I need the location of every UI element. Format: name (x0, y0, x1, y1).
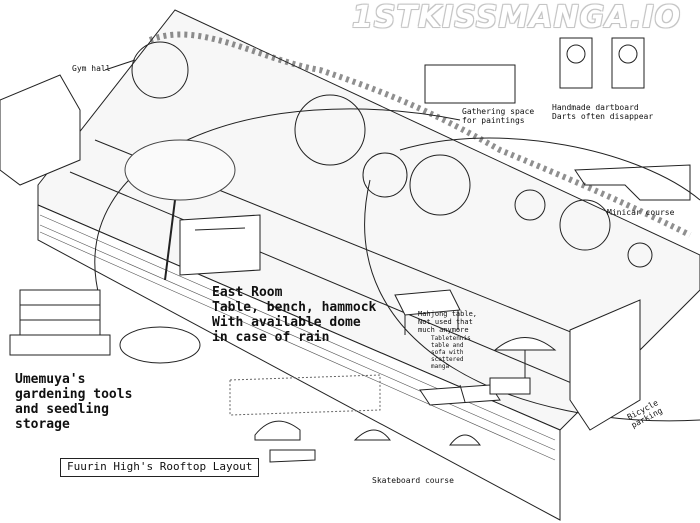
label-mahjong-table: Mahjong table, Not used that much anymor… (418, 310, 478, 335)
label-dartboard: Handmade dartboard Darts often disappear (552, 103, 654, 122)
label-tabletennis: Tabletennis table and sofa with scattere… (431, 335, 471, 370)
label-gym-hall: Gym hall (72, 64, 111, 73)
minicar-track (574, 164, 691, 201)
school-building-wall (37, 204, 561, 521)
bicycle-parking-area (569, 299, 641, 431)
planter-base (9, 334, 111, 356)
umbrella (493, 337, 557, 351)
gym-hall-building (0, 74, 81, 186)
skate-ramp-1 (254, 420, 301, 441)
sofa (489, 377, 531, 395)
label-rooftop-layout-title: Fuurin High's Rooftop Layout (60, 458, 260, 477)
callout-bike (627, 242, 653, 268)
callout-dart (514, 189, 546, 221)
callout-gym (131, 41, 189, 99)
watermark: 1STKISSMANGA.IO (352, 0, 682, 35)
label-umemiya-gardening: Umemuya's gardening tools and seedling s… (15, 372, 133, 432)
skate-ramp-3 (353, 429, 392, 441)
label-minicar-course: Minicar course (607, 208, 675, 217)
paintings (424, 64, 516, 104)
tree-band (148, 31, 692, 238)
storage-bags (119, 326, 201, 364)
mahjong-table (394, 289, 461, 316)
east-room-pergola (179, 214, 261, 276)
label-gathering-space: Gathering space for paintings (462, 107, 535, 126)
callout-mahjong (362, 152, 408, 198)
label-skateboard-course: Skateboard course (372, 476, 454, 485)
callout-table (409, 154, 471, 216)
callout-minicar (559, 199, 611, 251)
label-east-room: East Room Table, bench, hammock With ava… (212, 285, 377, 345)
skate-ramp-2 (269, 449, 316, 463)
skate-ramp-4 (448, 434, 482, 446)
callout-east-room (294, 94, 366, 166)
ping-pong-table (419, 384, 501, 406)
